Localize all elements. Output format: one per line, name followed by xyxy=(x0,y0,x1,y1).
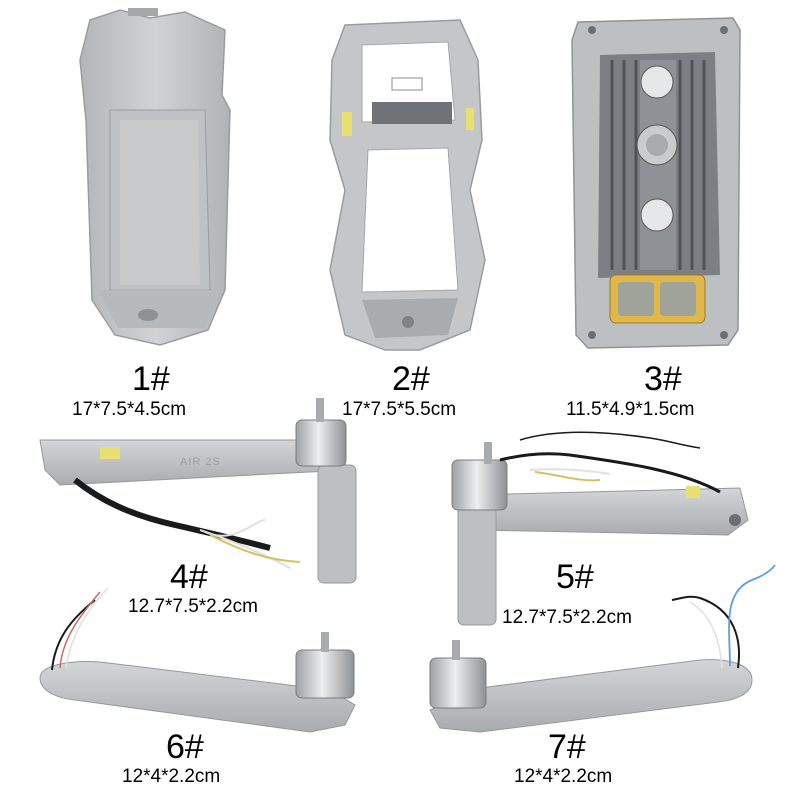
part-6-size: 12*4*2.2cm xyxy=(122,766,221,787)
part-2-size: 17*7.5*5.5cm xyxy=(342,399,457,420)
part-3-size: 11.5*4.9*1.5cm xyxy=(566,399,695,420)
arm-imprint: AIR 2S xyxy=(180,456,221,468)
arm-6-part xyxy=(39,587,356,733)
part-5-size: 12.7*7.5*2.2cm xyxy=(502,607,632,628)
part-6-number: 6# xyxy=(166,728,204,766)
part-4-number: 4# xyxy=(170,558,208,596)
part-7-size: 12*4*2.2cm xyxy=(514,766,613,787)
bottom-shell-part xyxy=(571,17,741,349)
middle-frame-part xyxy=(329,19,486,351)
arm-5-part xyxy=(451,431,749,626)
arm-4-part: AIR 2S xyxy=(39,398,357,584)
arm-7-part xyxy=(429,564,776,733)
top-shell-part xyxy=(79,8,231,346)
heat-sink-fins xyxy=(610,60,706,270)
part-3-number: 3# xyxy=(644,360,682,398)
part-5-number: 5# xyxy=(556,558,594,596)
part-7-number: 7# xyxy=(548,728,586,766)
part-4-size: 12.7*7.5*2.2cm xyxy=(128,596,258,617)
part-2-number: 2# xyxy=(392,360,430,398)
part-1-size: 17*7.5*4.5cm xyxy=(72,399,187,420)
part-1-number: 1# xyxy=(132,360,170,398)
